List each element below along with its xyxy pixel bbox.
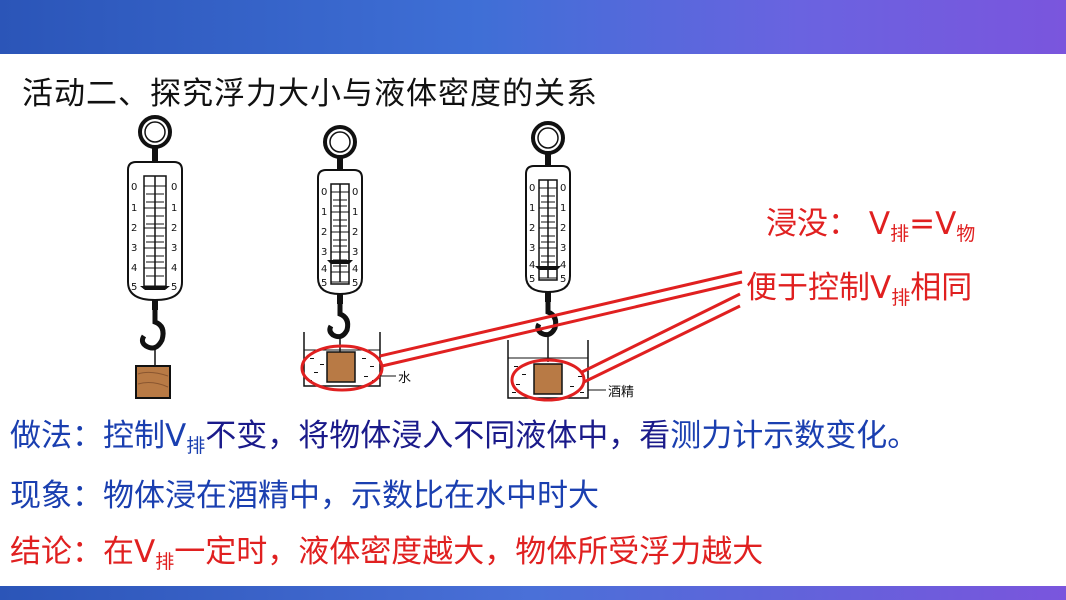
tick-label: 1 [352, 207, 358, 218]
tick-label: 4 [171, 263, 177, 274]
tick-label: 3 [131, 243, 137, 254]
wooden-block [135, 365, 171, 399]
conclusion-line: 结论：在V排一定时，液体密度越大，物体所受浮力越大 [10, 534, 764, 573]
tick-label: 1 [171, 203, 177, 214]
tick-label: 1 [321, 207, 327, 218]
note-immersed: 浸没： V排=V物 [766, 206, 976, 245]
tick-label: 2 [560, 223, 566, 234]
tick-label: 4 [131, 263, 137, 274]
spring-scale-2: 0 1 2 3 4 5 0 1 2 3 4 5 水 [300, 125, 411, 392]
tick-label: 4 [529, 260, 535, 271]
tick-label: 4 [352, 264, 358, 275]
spring-scale-3: 0 1 2 3 4 5 0 1 2 3 4 5 酒精 [507, 121, 634, 402]
pointer-icon [535, 266, 561, 270]
spring-scale-1: 0 1 2 3 4 5 0 1 2 3 4 5 [127, 115, 183, 399]
tick-label: 0 [321, 187, 327, 198]
tick-label: 0 [560, 183, 566, 194]
tick-label: 5 [171, 282, 177, 293]
tick-label: 2 [131, 223, 137, 234]
phenomenon-line: 现象：物体浸在酒精中，示数比在水中时大 [10, 478, 599, 514]
wooden-block [533, 363, 563, 395]
tick-label: 5 [321, 278, 327, 289]
method-line: 做法：控制V排不变，将物体浸入不同液体中，看测力计示数变化。 [10, 418, 919, 457]
tick-label: 5 [352, 278, 358, 289]
tick-label: 2 [352, 227, 358, 238]
tick-label: 4 [321, 264, 327, 275]
tick-label: 0 [131, 182, 137, 193]
note-control-volume: 便于控制V排相同 [746, 270, 973, 309]
tick-label: 5 [560, 274, 566, 285]
tick-label: 5 [529, 274, 535, 285]
spring-scale-diagram: 0 1 2 3 4 5 0 1 2 3 4 5 0 1 2 [127, 115, 743, 402]
page-title: 活动二、探究浮力大小与液体密度的关系 [22, 76, 598, 112]
tick-label: 0 [352, 187, 358, 198]
tick-label: 3 [529, 243, 535, 254]
pointer-icon [327, 260, 353, 264]
tick-label: 3 [171, 243, 177, 254]
tick-label: 3 [352, 247, 358, 258]
pointer-lines [379, 270, 743, 384]
beaker-label-alcohol: 酒精 [608, 385, 634, 400]
wooden-block [326, 351, 356, 383]
tick-label: 2 [321, 227, 327, 238]
tick-label: 3 [560, 243, 566, 254]
beaker-label-water: 水 [398, 371, 411, 386]
tick-label: 1 [131, 203, 137, 214]
highlight-ellipse [300, 344, 384, 392]
tick-label: 1 [560, 203, 566, 214]
header-band [0, 0, 1066, 54]
tick-label: 1 [529, 203, 535, 214]
tick-label: 3 [321, 247, 327, 258]
tick-label: 5 [131, 282, 137, 293]
tick-label: 0 [529, 183, 535, 194]
tick-label: 2 [171, 223, 177, 234]
tick-label: 2 [529, 223, 535, 234]
highlight-ellipse [510, 358, 586, 402]
footer-band [0, 586, 1066, 600]
pointer-icon [140, 286, 170, 290]
tick-label: 4 [560, 260, 566, 271]
tick-label: 0 [171, 182, 177, 193]
